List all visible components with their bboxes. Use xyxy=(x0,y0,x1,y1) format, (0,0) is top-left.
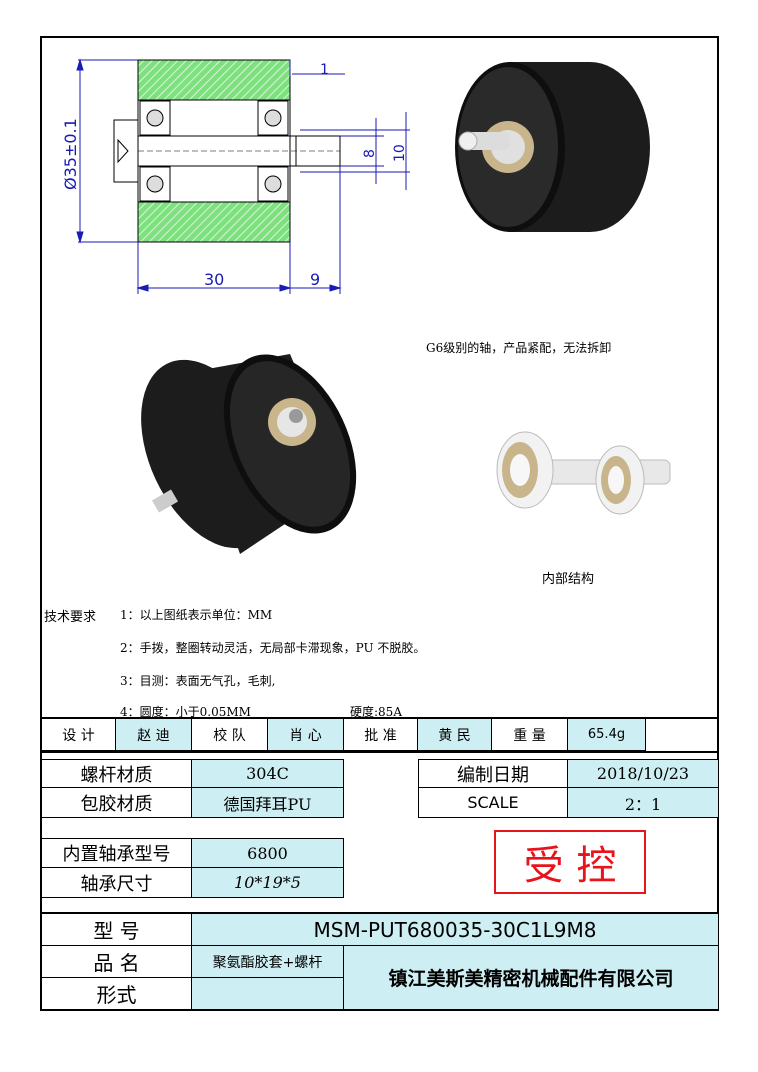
tech-hardness: 硬度:85A xyxy=(350,705,402,719)
approve-name: 黄 民 xyxy=(418,719,492,751)
bearing-model-value: 6800 xyxy=(192,838,344,868)
form-value xyxy=(192,978,344,1009)
controlled-stamp: 受 控 xyxy=(494,830,646,894)
weight-value: 65.4g xyxy=(568,719,646,751)
name-label: 品 名 xyxy=(42,946,192,978)
coat-material-value: 德国拜耳PU xyxy=(192,788,344,818)
tech-item-1: 1：以上图纸表示单位：MM xyxy=(120,608,273,622)
internal-caption: 内部结构 xyxy=(542,572,595,587)
date-value: 2018/10/23 xyxy=(568,759,719,788)
tech-item-3: 3：目测：表面无气孔，毛刺, xyxy=(120,674,276,688)
form-label: 形式 xyxy=(42,978,192,1009)
shaft-note: G6级别的轴，产品紧配，无法拆卸 xyxy=(426,341,612,355)
rod-material-label: 螺杆材质 xyxy=(42,759,192,788)
tech-heading: 技术要求 xyxy=(44,610,97,625)
scale-value: 2：1 xyxy=(568,788,719,818)
scale-label: SCALE xyxy=(418,788,568,818)
dim-width: 30 xyxy=(204,270,224,289)
approve-label: 批 准 xyxy=(344,719,418,751)
check-label: 校 队 xyxy=(192,719,268,751)
weight-label: 重 量 xyxy=(492,719,568,751)
drawing-frame xyxy=(40,36,719,1011)
date-label: 编制日期 xyxy=(418,759,568,788)
internal-structure-render xyxy=(496,431,671,515)
roller-render-front xyxy=(455,62,650,232)
rod-material-value: 304C xyxy=(192,759,344,788)
name-value: 聚氨酯胶套+螺杆 xyxy=(192,946,344,978)
model-value: MSM-PUT680035-30C1L9M8 xyxy=(192,914,719,946)
bearing-model-label: 内置轴承型号 xyxy=(42,838,192,868)
model-label: 型 号 xyxy=(42,914,192,946)
dim-diameter: Ø35±0.1 xyxy=(61,118,80,190)
dim-d8: 8 xyxy=(362,149,378,158)
coat-material-label: 包胶材质 xyxy=(42,788,192,818)
section-drawing: Ø35±0.1 30 9 1 8 10 xyxy=(61,58,410,294)
dim-offset: 1 xyxy=(320,62,329,78)
tech-item-2: 2：手拨，整圈转动灵活，无局部卡滞现象，PU 不脱胶。 xyxy=(120,641,426,655)
company-name: 镇江美斯美精密机械配件有限公司 xyxy=(344,946,719,1009)
bearing-size-label: 轴承尺寸 xyxy=(42,868,192,898)
check-name: 肖 心 xyxy=(268,719,344,751)
dim-shaft-len: 9 xyxy=(310,270,320,289)
dim-d10: 10 xyxy=(392,144,408,162)
tech-item-4: 4：圆度：小于0.05MM xyxy=(120,705,251,719)
design-name: 赵 迪 xyxy=(116,719,192,751)
roller-render-angle xyxy=(141,354,357,554)
bearing-size-value: 10*19*5 xyxy=(192,868,344,898)
design-label: 设 计 xyxy=(42,719,116,751)
